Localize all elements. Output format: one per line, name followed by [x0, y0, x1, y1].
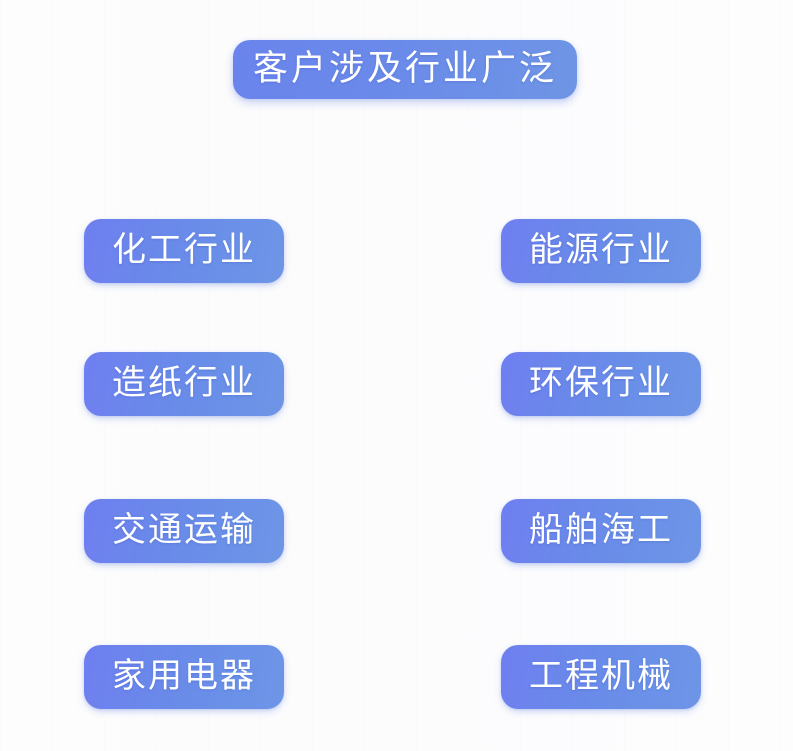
industry-card-construction-machinery[interactable]: 工程机械 [501, 645, 701, 709]
industry-label: 工程机械 [529, 657, 673, 695]
industry-label: 船舶海工 [529, 511, 673, 549]
industry-card-paper[interactable]: 造纸行业 [84, 352, 284, 416]
page-title-banner: 客户涉及行业广泛 [233, 40, 577, 99]
industry-label: 化工行业 [112, 231, 256, 269]
industry-label: 交通运输 [112, 511, 256, 549]
industry-card-transportation[interactable]: 交通运输 [84, 499, 284, 563]
industry-label: 能源行业 [529, 231, 673, 269]
industry-label: 家用电器 [112, 657, 256, 695]
industry-card-chemical[interactable]: 化工行业 [84, 219, 284, 283]
industry-card-environmental-protection[interactable]: 环保行业 [501, 352, 701, 416]
industry-card-home-appliances[interactable]: 家用电器 [84, 645, 284, 709]
industry-label: 造纸行业 [112, 364, 256, 402]
industry-label: 环保行业 [529, 364, 673, 402]
page-title: 客户涉及行业广泛 [252, 49, 557, 88]
industry-card-energy[interactable]: 能源行业 [501, 219, 701, 283]
industry-card-shipbuilding-offshore[interactable]: 船舶海工 [501, 499, 701, 563]
